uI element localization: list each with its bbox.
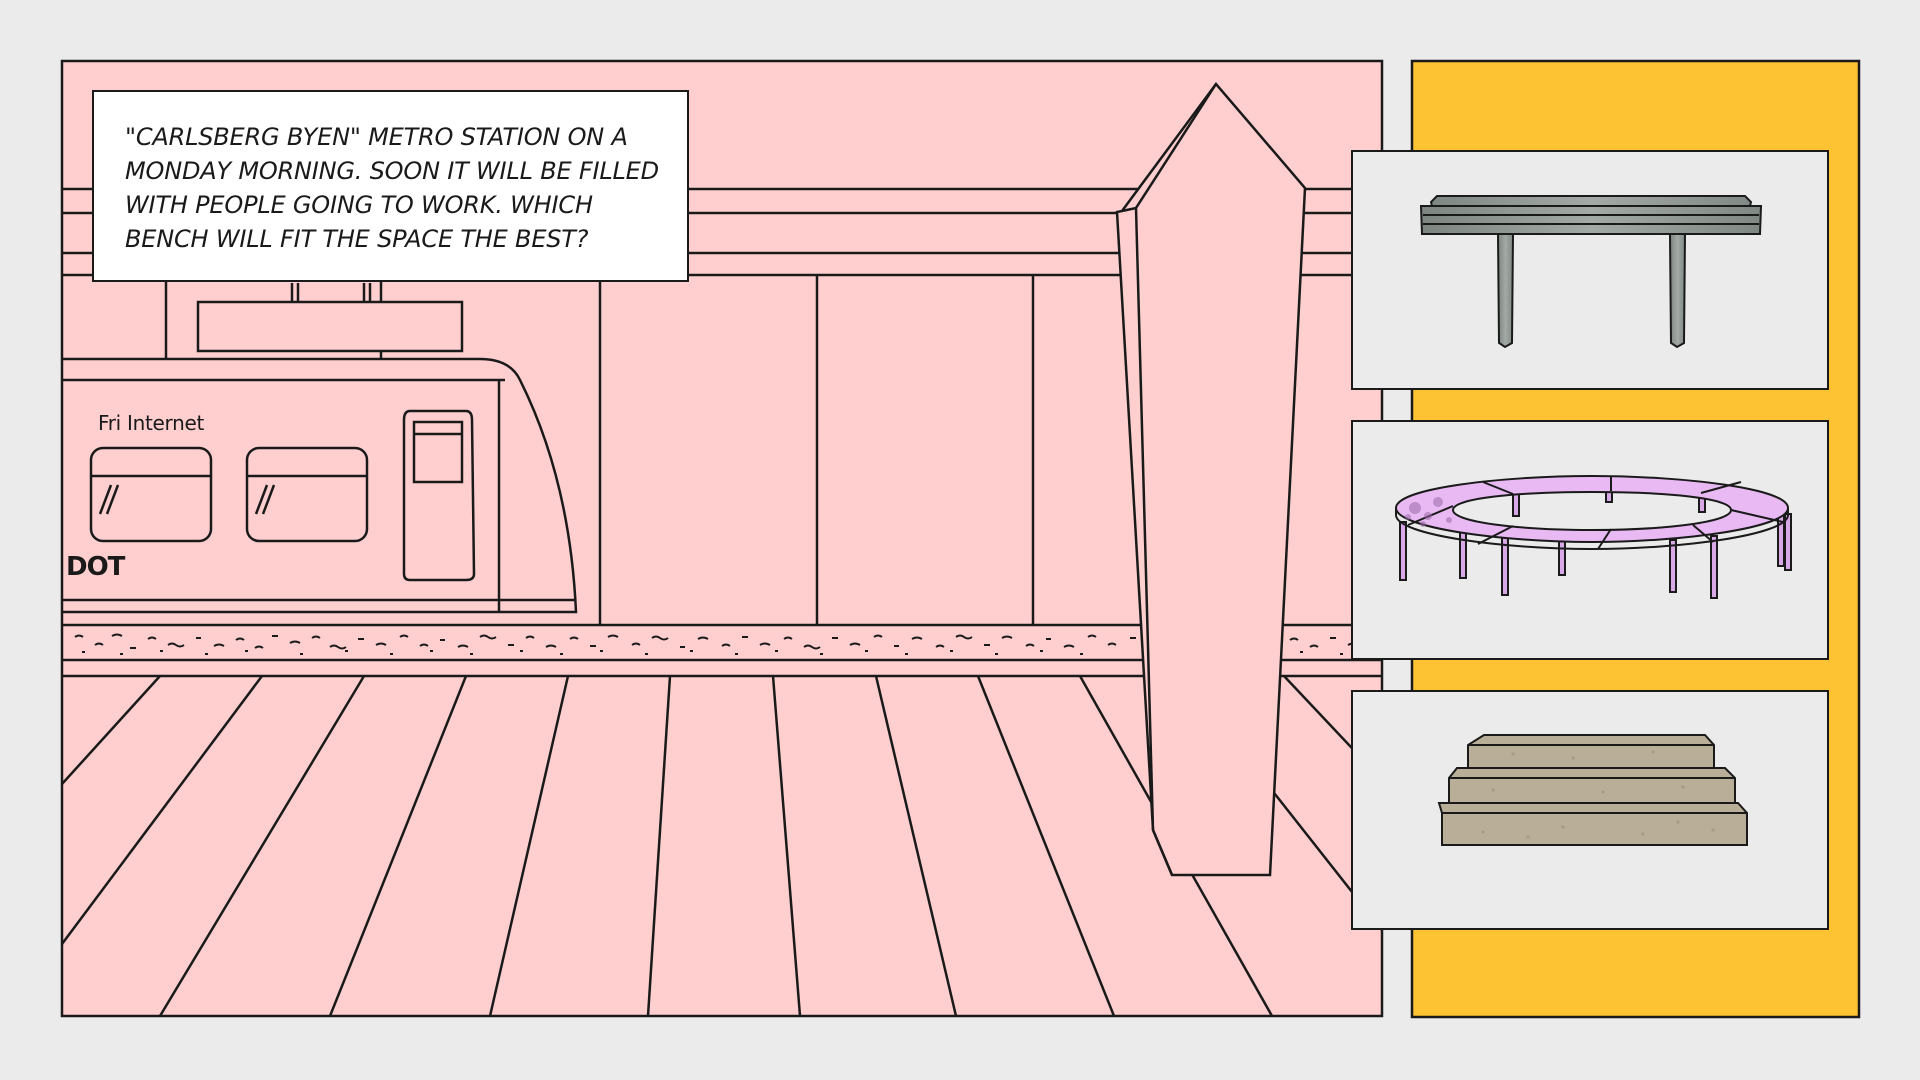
circular-ring-bench-icon: [1394, 474, 1792, 599]
station-pillar: [1115, 81, 1307, 877]
hanging-sign: [196, 283, 464, 353]
platform-floor: [62, 675, 1382, 1016]
metro-train: [62, 357, 578, 614]
train-logo-text: DOT: [66, 552, 125, 582]
bench-option-steel[interactable]: [1351, 150, 1829, 390]
steel-table-bench-icon: [1419, 195, 1763, 349]
train-sign-text: Fri Internet: [98, 411, 204, 435]
scenario-caption-box: "CARLSBERG BYEN" METRO STATION ON A MOND…: [92, 90, 689, 282]
scenario-caption: "CARLSBERG BYEN" METRO STATION ON A MOND…: [125, 123, 659, 253]
bench-option-stone[interactable]: [1351, 690, 1829, 930]
stepped-stone-bench-icon: [1437, 734, 1748, 846]
bench-option-ring[interactable]: [1351, 420, 1829, 660]
